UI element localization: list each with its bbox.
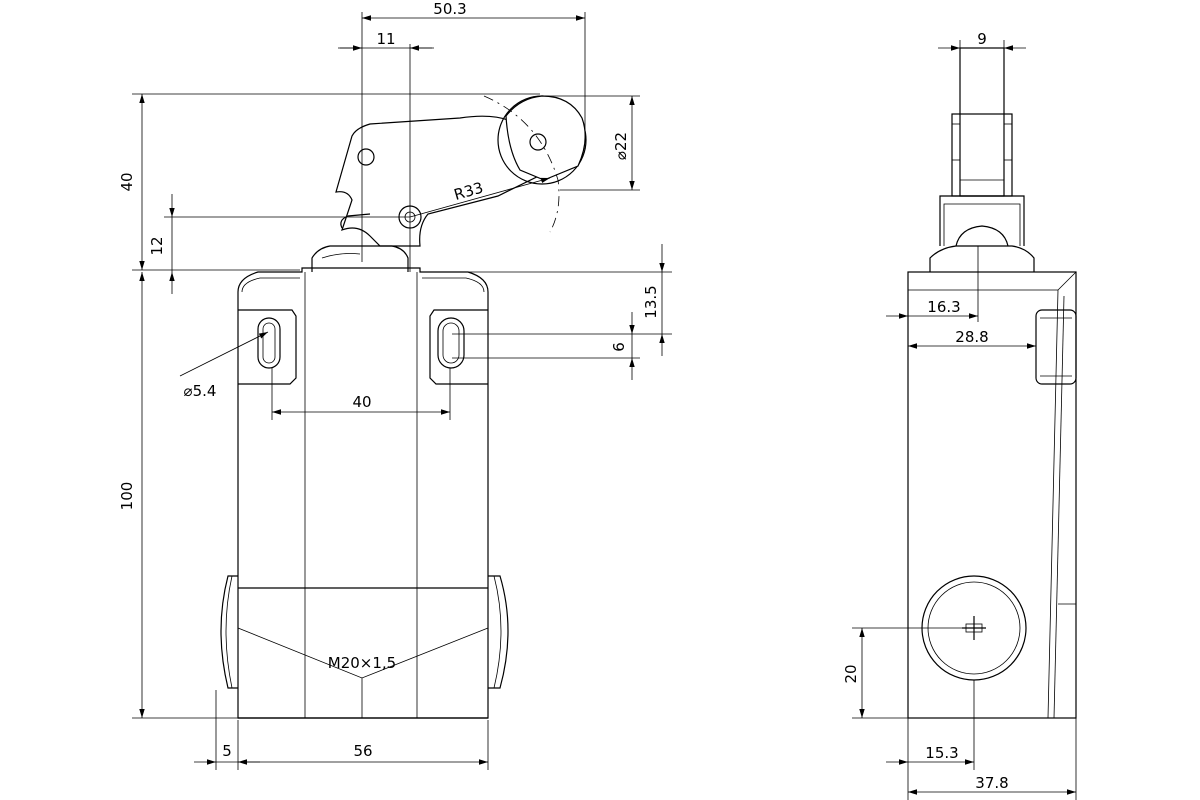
- mounting-tab-right: [429, 309, 488, 385]
- front-dimensions: 50.3 11 40 12 ⌀22 R33 13.5 6 ⌀5.4 40 100…: [118, 0, 672, 770]
- side-mounting-tab: [1035, 309, 1077, 385]
- dim-diameter-5-4: ⌀5.4: [184, 382, 217, 400]
- dim-40-slot-spacing: 40: [352, 393, 371, 411]
- dim-12: 12: [148, 236, 166, 255]
- front-view: [220, 12, 587, 719]
- dim-56: 56: [353, 742, 372, 760]
- dim-100: 100: [118, 482, 136, 511]
- plunger-head: [311, 245, 409, 272]
- roller-lever: [335, 95, 587, 247]
- dim-20: 20: [842, 664, 860, 683]
- dim-16-3: 16.3: [927, 298, 960, 316]
- dim-6: 6: [610, 342, 628, 352]
- mounting-tab-left: [238, 309, 297, 385]
- dim-37-8: 37.8: [975, 774, 1008, 792]
- dim-diameter-22: ⌀22: [612, 132, 630, 160]
- cable-gland-left: [220, 575, 238, 689]
- dim-50-3: 50.3: [433, 0, 466, 18]
- cable-gland-right: [488, 575, 509, 689]
- dim-13-5: 13.5: [642, 285, 660, 318]
- dim-15-3: 15.3: [925, 744, 958, 762]
- side-head: [929, 47, 1035, 272]
- dim-40-vertical: 40: [118, 172, 136, 191]
- side-view: [907, 47, 1077, 719]
- dim-9: 9: [977, 30, 987, 48]
- side-dimensions: 9 16.3 28.8 20 15.3 37.8: [842, 30, 1077, 800]
- dim-5: 5: [222, 742, 232, 760]
- thread-label: M20×1,5: [328, 654, 396, 672]
- dim-11: 11: [376, 30, 395, 48]
- switch-body: [237, 267, 489, 719]
- side-body: [907, 271, 1077, 719]
- dim-28-8: 28.8: [955, 328, 988, 346]
